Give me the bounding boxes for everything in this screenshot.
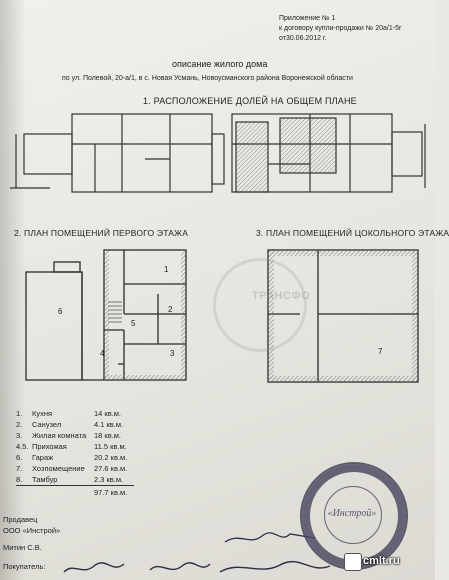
seller-signature — [224, 532, 316, 543]
room-label-1: 1 — [164, 265, 169, 274]
seller-label: Продавец — [3, 515, 38, 524]
room-label-2: 2 — [168, 305, 173, 314]
room-label-4: 4 — [100, 349, 105, 358]
room-label-5: 5 — [131, 319, 136, 328]
section-1-heading: 1. РАСПОЛОЖЕНИЕ ДОЛЕЙ НА ОБЩЕМ ПЛАНЕ — [143, 96, 357, 106]
buyer-label: Покупатель: — [3, 562, 46, 571]
site-watermark: cmlt.ru — [363, 555, 400, 567]
watermark-text: ТРАНСФО — [252, 290, 311, 302]
stamp-inner-ring — [324, 486, 382, 544]
appendix-line-2: к договору купли-продажи № 20а/1-5г — [279, 25, 402, 32]
site-logo-icon — [344, 553, 362, 571]
document-title: описание жилого дома — [172, 59, 268, 69]
buyer-signature — [63, 560, 331, 573]
appendix-line-1: Приложение № 1 — [279, 15, 336, 22]
total-divider — [16, 485, 134, 486]
general-plan-drawing — [10, 113, 426, 193]
seller-org: ООО «Инстрой» — [3, 526, 61, 535]
first-floor-plan: 1 2 3 4 5 6 — [25, 249, 187, 381]
total-area: 97.7 кв.м. — [94, 488, 128, 497]
section-2-heading: 2. ПЛАН ПОМЕЩЕНИЙ ПЕРВОГО ЭТАЖА — [14, 228, 189, 238]
room-label-3: 3 — [170, 349, 175, 358]
address-line: по ул. Полевой, 20-а/1, в с. Новая Усман… — [62, 75, 353, 82]
page-shadow — [0, 0, 26, 580]
stamp-text: «Инстрой» — [327, 508, 377, 519]
section-3-heading: 3. ПЛАН ПОМЕЩЕНИЙ ЦОКОЛЬНОГО ЭТАЖА — [256, 228, 449, 238]
seller-person: Митин С.В. — [3, 543, 42, 552]
watermark-circle — [213, 258, 307, 352]
room-label-7: 7 — [378, 347, 383, 356]
room-label-6: 6 — [58, 307, 63, 316]
appendix-line-3: от30.06.2012 г. — [279, 35, 327, 42]
